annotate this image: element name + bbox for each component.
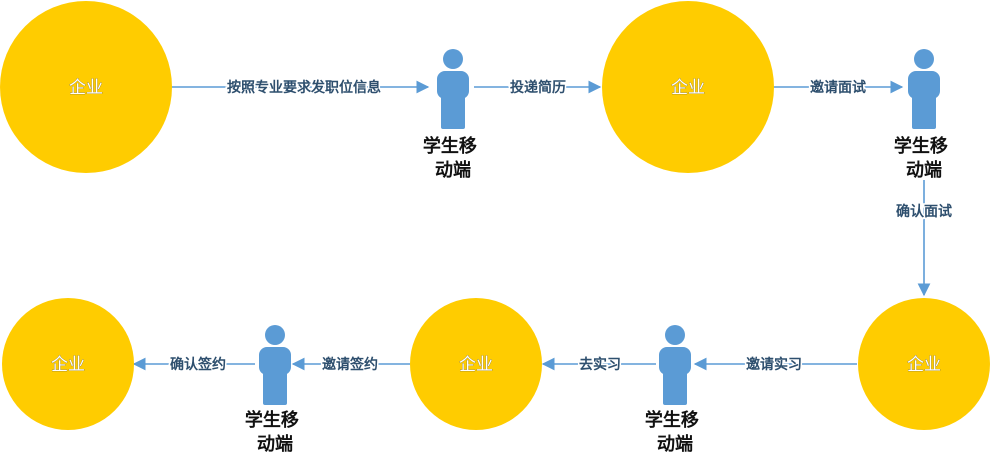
edge-label-go-internship: 去实习	[579, 356, 621, 373]
student-node-3-label: 学生移 动端	[645, 409, 705, 455]
edge-label-invite-interview: 邀请面试	[810, 79, 866, 96]
edge-label-publish: 按照专业要求发职位信息	[227, 79, 381, 96]
edge-label-confirm-interview: 确认面试	[896, 203, 952, 220]
student-node-2-line-1: 学生移	[894, 135, 948, 157]
student-node-4-label: 学生移 动端	[245, 409, 305, 455]
edge-label-invite-contract: 邀请签约	[322, 356, 378, 373]
student-node-4-line-1: 学生移	[245, 409, 299, 431]
enterprise-node-5: 企业	[2, 298, 134, 430]
student-node-1: 学生移 动端	[423, 49, 483, 181]
person-icon	[908, 49, 940, 129]
enterprise-node-1: 企业	[0, 1, 172, 173]
enterprise-node-4: 企业	[410, 298, 542, 430]
enterprise-node-5-label: 企业	[51, 355, 85, 375]
enterprise-node-3-label: 企业	[907, 355, 941, 375]
student-node-1-line-1: 学生移	[423, 135, 477, 157]
student-node-2: 学生移 动端	[894, 49, 954, 181]
student-node-3-line-1: 学生移	[645, 409, 699, 431]
person-icon	[259, 325, 291, 405]
student-node-2-line-2: 动端	[906, 160, 942, 181]
edge-label-invite-internship: 邀请实习	[746, 356, 802, 373]
student-node-2-label: 学生移 动端	[894, 135, 954, 181]
student-node-4-line-2: 动端	[257, 434, 293, 455]
enterprise-node-3: 企业	[858, 298, 990, 430]
edge-label-confirm-contract: 确认签约	[170, 356, 226, 373]
student-node-3-line-2: 动端	[657, 434, 693, 455]
edge-label-submit-resume: 投递简历	[510, 79, 566, 96]
student-node-4: 学生移 动端	[245, 325, 305, 455]
student-node-1-label: 学生移 动端	[423, 135, 483, 181]
person-icon	[437, 49, 469, 129]
enterprise-node-2: 企业	[602, 1, 774, 173]
enterprise-node-2-label: 企业	[671, 78, 705, 98]
student-node-1-line-2: 动端	[435, 160, 471, 181]
student-node-3: 学生移 动端	[645, 325, 705, 455]
person-icon	[659, 325, 691, 405]
enterprise-node-4-label: 企业	[459, 355, 493, 375]
enterprise-node-1-label: 企业	[69, 78, 103, 98]
